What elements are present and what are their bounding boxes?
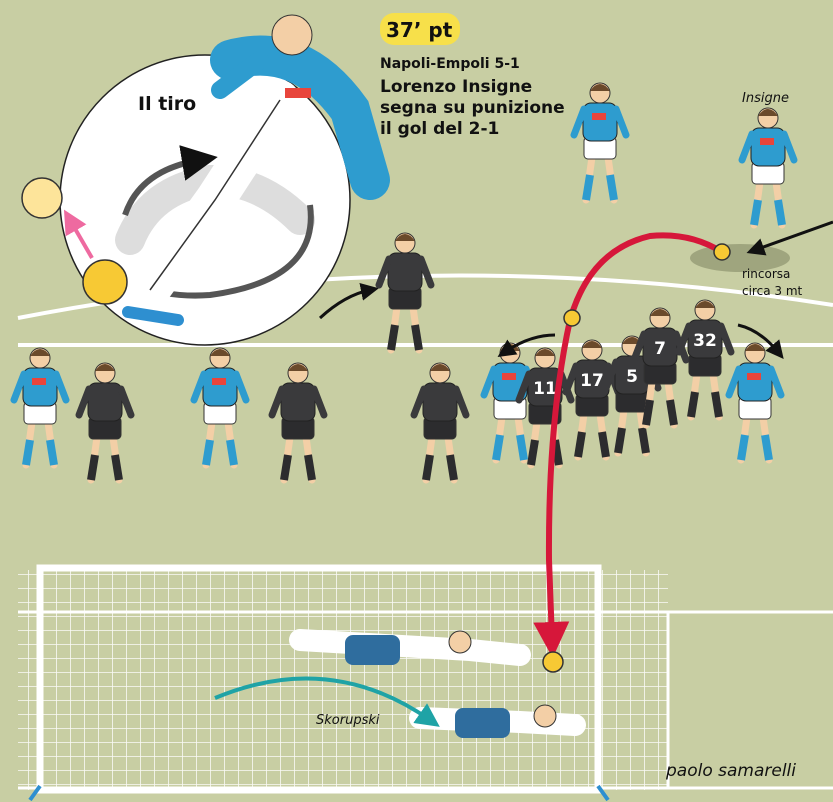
headline-line-1: Lorenzo Insigne bbox=[380, 77, 532, 97]
jersey-number: 17 bbox=[580, 371, 604, 391]
minute-text: 37’ pt bbox=[386, 18, 453, 42]
header: 37’ pt Napoli-Empoli 5-1 Lorenzo Insigne… bbox=[380, 13, 565, 139]
napoli-player bbox=[570, 82, 630, 204]
napoli-player bbox=[738, 107, 798, 229]
shooter-label: Insigne bbox=[742, 91, 789, 106]
jersey-number: 32 bbox=[693, 331, 717, 351]
napoli-player bbox=[480, 342, 540, 464]
wall-player: 32 bbox=[675, 299, 735, 421]
movement-arrows bbox=[318, 220, 833, 359]
goal-frame bbox=[36, 564, 602, 794]
match-score: Napoli-Empoli 5-1 bbox=[380, 56, 520, 72]
empoli-player bbox=[410, 362, 470, 484]
runup-label-1: rincorsa bbox=[742, 267, 790, 281]
inset-title: Il tiro bbox=[138, 93, 196, 115]
ball-start bbox=[713, 243, 731, 261]
jersey-number: 7 bbox=[654, 339, 666, 359]
goalkeeper-label: Skorupski bbox=[316, 713, 380, 728]
wall-player: 17 bbox=[562, 339, 622, 461]
ball-trajectory bbox=[533, 232, 731, 673]
jersey-number: 11 bbox=[533, 379, 557, 399]
ball-after-kick bbox=[21, 177, 63, 219]
players: 11 17 57 32 bbox=[10, 82, 798, 484]
minute-badge bbox=[380, 13, 460, 45]
ball-midflight bbox=[563, 309, 581, 327]
author-credit: paolo samarelli bbox=[665, 761, 796, 781]
ball-goal bbox=[542, 651, 564, 673]
napoli-player bbox=[190, 347, 250, 469]
goalkeeper-dive bbox=[214, 629, 586, 738]
headline-line-3: il gol del 2-1 bbox=[380, 119, 499, 139]
runup-label-2: circa 3 mt bbox=[742, 284, 803, 298]
jersey-number: 5 bbox=[626, 367, 638, 387]
empoli-player bbox=[268, 362, 328, 484]
ball-at-kick bbox=[82, 259, 128, 305]
empoli-player bbox=[375, 232, 435, 354]
napoli-player bbox=[10, 347, 70, 469]
headline-line-2: segna su punizione bbox=[380, 98, 565, 118]
napoli-player bbox=[725, 342, 785, 464]
empoli-player bbox=[75, 362, 135, 484]
shot-inset: Il tiro bbox=[21, 14, 390, 346]
